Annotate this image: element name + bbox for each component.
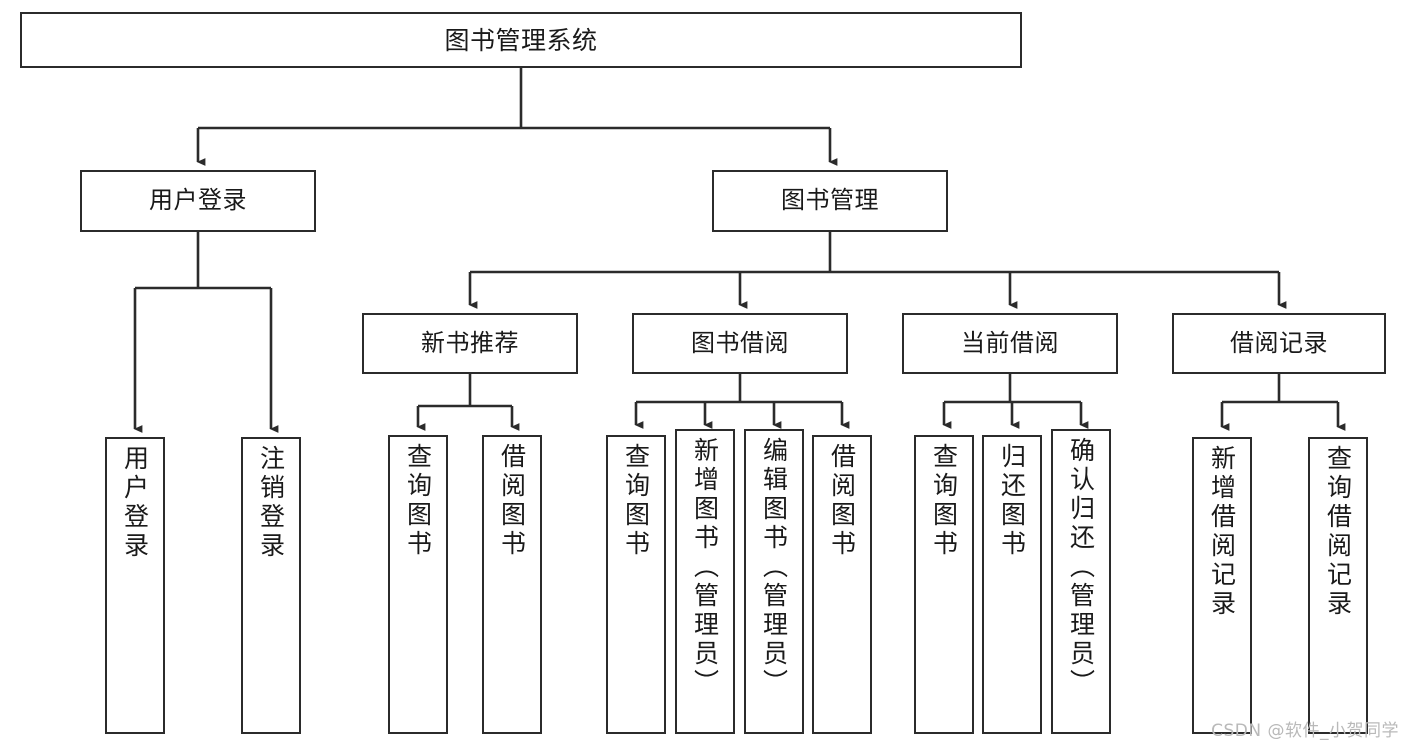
csdn-watermark: CSDN @软件_小贺同学: [1211, 721, 1399, 741]
node-leaf-query-book-1[interactable]: 查询图书: [388, 435, 448, 734]
node-root-book-management-system[interactable]: 图书管理系统: [20, 12, 1022, 68]
node-leaf-add-borrow-record[interactable]: 新增借阅记录: [1192, 437, 1252, 734]
node-label: 确认归还（管理员）: [1066, 437, 1096, 698]
node-borrow-records[interactable]: 借阅记录: [1172, 313, 1386, 374]
node-new-book-recommendation[interactable]: 新书推荐: [362, 313, 578, 374]
node-label: 编辑图书（管理员）: [759, 437, 789, 698]
node-label: 归还图书: [997, 443, 1027, 559]
node-label: 查询图书: [621, 443, 651, 559]
node-leaf-confirm-return-admin[interactable]: 确认归还（管理员）: [1051, 429, 1111, 734]
node-label: 查询图书: [403, 443, 433, 559]
node-user-login[interactable]: 用户登录: [80, 170, 316, 232]
node-leaf-return-book[interactable]: 归还图书: [982, 435, 1042, 734]
node-label: 图书管理系统: [444, 25, 598, 55]
node-label: 借阅图书: [827, 443, 857, 559]
node-leaf-borrow-book-2[interactable]: 借阅图书: [812, 435, 872, 734]
node-leaf-borrow-book-1[interactable]: 借阅图书: [482, 435, 542, 734]
node-label: 用户登录: [120, 445, 150, 561]
node-leaf-query-book-3[interactable]: 查询图书: [914, 435, 974, 734]
node-current-borrowing[interactable]: 当前借阅: [902, 313, 1118, 374]
node-book-management[interactable]: 图书管理: [712, 170, 948, 232]
node-label: 新增借阅记录: [1207, 445, 1237, 619]
node-label: 注销登录: [256, 445, 286, 561]
node-label: 新书推荐: [421, 328, 519, 357]
node-label: 借阅图书: [497, 443, 527, 559]
node-leaf-user-login[interactable]: 用户登录: [105, 437, 165, 734]
node-label: 查询图书: [929, 443, 959, 559]
node-leaf-query-borrow-record[interactable]: 查询借阅记录: [1308, 437, 1368, 734]
node-label: 用户登录: [149, 186, 247, 215]
node-label: 查询借阅记录: [1323, 445, 1353, 619]
node-leaf-query-book-2[interactable]: 查询图书: [606, 435, 666, 734]
node-leaf-logout[interactable]: 注销登录: [241, 437, 301, 734]
node-leaf-add-book-admin[interactable]: 新增图书（管理员）: [675, 429, 735, 734]
node-label: 新增图书（管理员）: [690, 437, 720, 698]
node-leaf-edit-book-admin[interactable]: 编辑图书（管理员）: [744, 429, 804, 734]
node-label: 图书管理: [781, 186, 879, 215]
node-label: 图书借阅: [691, 328, 789, 357]
node-label: 借阅记录: [1230, 328, 1328, 357]
node-book-borrowing[interactable]: 图书借阅: [632, 313, 848, 374]
node-label: 当前借阅: [961, 328, 1059, 357]
